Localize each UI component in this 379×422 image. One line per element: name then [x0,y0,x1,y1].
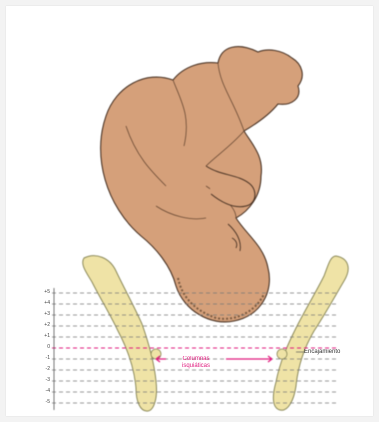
station-label: -1 [36,356,50,361]
pelvis-left-bone [83,256,157,411]
station-label: +2 [36,323,50,328]
station-label: -3 [36,378,50,383]
station-label: +4 [36,301,50,306]
ischial-spines-label-line1: Columnas [166,356,226,363]
station-label: -4 [36,389,50,394]
arrow-right [226,356,272,362]
station-label: +5 [36,290,50,295]
ischial-spines-label-line2: isquiáticas [166,363,226,370]
fetus-body [101,47,303,322]
station-label: -5 [36,400,50,405]
pelvis-right-bone [273,256,348,410]
ischial-spine-right [277,349,287,359]
engagement-label: Encajamiento [304,349,340,355]
station-label: -2 [36,367,50,372]
ischial-spines-label: Columnas isquiáticas [166,356,226,370]
ischial-spine-left [151,349,161,359]
diagram-frame: +5 +4 +3 +2 +1 0 -1 -2 -3 -4 -5 Columnas… [6,6,373,416]
station-label: 0 [36,345,50,350]
station-label: +3 [36,312,50,317]
station-label: +1 [36,334,50,339]
